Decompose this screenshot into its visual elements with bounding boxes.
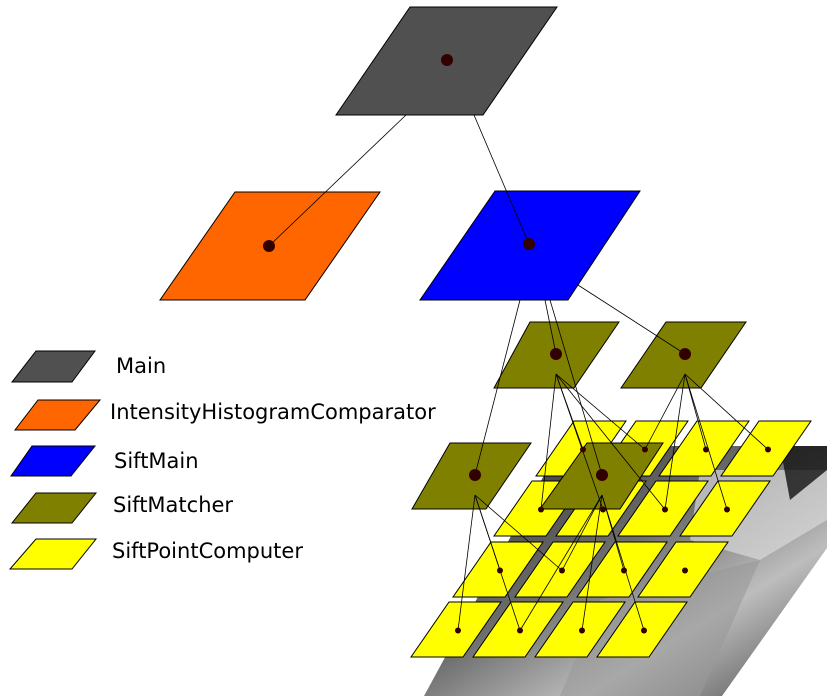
connector-matcher1-tile7 xyxy=(555,373,666,510)
connector-matcher4-tile14 xyxy=(519,494,603,631)
connector-matcher2-tile8 xyxy=(684,373,728,510)
connector-matcher3-tile13 xyxy=(457,494,476,631)
connector-siftmain-matcher1 xyxy=(544,299,557,355)
sift-point-computer-node-12-dot xyxy=(682,567,688,574)
connector-siftmain-matcher3 xyxy=(474,299,521,476)
connector-siftmain-matcher4 xyxy=(549,299,603,476)
sift-point-computer-node-6-dot xyxy=(600,506,606,513)
main-node-dot xyxy=(441,54,453,66)
sift-main-node-dot xyxy=(523,238,535,250)
sift-matcher-node-1-dot xyxy=(550,348,562,360)
connector-lines xyxy=(268,114,769,631)
connector-matcher2-tile7 xyxy=(664,373,686,510)
sift-point-computer-node-11-dot xyxy=(621,567,627,574)
connector-matcher4-tile16 xyxy=(601,494,645,631)
legend-label-sift-matcher: SiftMatcher xyxy=(113,493,234,517)
connector-matcher3-tile14 xyxy=(474,494,521,631)
connector-matcher2-tile4 xyxy=(684,373,769,450)
connector-matcher1-tile2 xyxy=(555,373,646,450)
intensity-histogram-comparator-node-dot xyxy=(263,240,275,252)
sift-matcher-node-4-dot xyxy=(596,469,608,481)
sift-point-computer-node-7-dot xyxy=(662,506,668,513)
sift-point-computer-node-15-dot xyxy=(579,627,585,634)
sift-matcher-node-3-dot xyxy=(469,469,481,481)
connector-main-ihc xyxy=(268,114,407,247)
legend-swatch-intensity-histogram-comparator xyxy=(13,399,102,431)
legend-swatch-sift-matcher xyxy=(10,492,98,524)
sift-point-computer-node-5-dot xyxy=(538,506,544,513)
sift-point-computer-node-8-dot xyxy=(724,506,730,513)
connector-siftmain-matcher2 xyxy=(577,284,686,355)
sift-point-computer-node-13-dot xyxy=(455,627,461,634)
sift-point-computer-node-2-dot xyxy=(642,446,648,453)
sift-point-computer-node-10-dot xyxy=(559,567,565,574)
connector-matcher3-tile10 xyxy=(474,494,563,571)
legend-label-sift-main: SiftMain xyxy=(114,449,199,473)
legend-label-main: Main xyxy=(116,354,167,378)
node-dots xyxy=(263,54,771,634)
connector-matcher1-tile6 xyxy=(555,373,604,510)
legend-swatch-sift-main xyxy=(10,445,97,477)
connector-matcher1-tile5 xyxy=(540,373,557,510)
sift-point-computer-node-3-dot xyxy=(703,446,709,453)
sift-point-computer-node-16-dot xyxy=(641,627,647,634)
sift-point-computer-node-14-dot xyxy=(517,627,523,634)
legend-swatch-main xyxy=(10,350,96,383)
legend-swatch-sift-point-computer xyxy=(8,538,98,570)
connector-matcher2-tile2 xyxy=(644,373,686,450)
connector-matcher4-tile15 xyxy=(581,494,603,631)
connector-matcher4-tile10 xyxy=(561,494,603,571)
sift-point-computer-node-9-dot xyxy=(497,567,503,574)
sift-matcher-node-2-dot xyxy=(679,348,691,360)
sift-point-computer-node-1-dot xyxy=(580,446,586,453)
sift-point-computer-node-4-dot xyxy=(765,446,771,453)
legend-label-sift-point-computer: SiftPointComputer xyxy=(112,539,303,563)
connector-main-siftmain xyxy=(473,114,530,245)
legend-label-intensity-histogram-comparator: IntensityHistogramComparator xyxy=(110,400,436,424)
